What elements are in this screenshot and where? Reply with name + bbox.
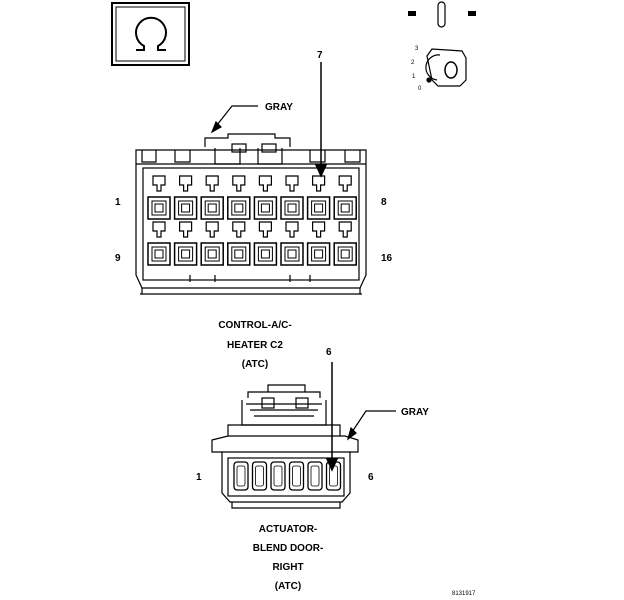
pin-cavity-16 — [333, 221, 357, 266]
control-ac-heater-c2-connector — [135, 133, 367, 295]
connector2-caption-line-3: RIGHT — [272, 562, 304, 573]
connector2-pin-label-1: 1 — [196, 472, 202, 483]
color-leader-connector2 — [346, 410, 396, 441]
connector1-caption-line-1: CONTROL-A/C- — [218, 320, 292, 331]
pin-cavity-6 — [280, 175, 304, 220]
color-leader-connector1 — [210, 105, 258, 134]
pin-cavity-1 — [147, 175, 171, 220]
connector2-caption-line-1: ACTUATOR- — [258, 524, 318, 535]
pin-cavity-3 — [270, 461, 286, 491]
pin-callout-arrow-6 — [325, 362, 339, 472]
switch-detent-label-2: 2 — [411, 60, 415, 66]
rotary-switch-icon — [425, 48, 467, 87]
switch-detent-label-3: 3 — [415, 46, 419, 52]
pin-cavity-3 — [200, 175, 224, 220]
pin-cavity-7 — [306, 175, 331, 220]
connector2-pin-cavities — [233, 461, 342, 491]
connector2-callout-pin-label: 6 — [326, 347, 332, 358]
connector2-caption-line-4: (ATC) — [274, 581, 302, 592]
switch-detent-label-1: 1 — [412, 74, 416, 80]
connector1-color-label: GRAY — [265, 102, 293, 113]
pin-cavity-2 — [173, 175, 198, 220]
pin-cavity-8 — [333, 175, 357, 220]
pin-cavity-2 — [251, 461, 268, 491]
pin-cavity-14 — [280, 221, 304, 266]
pin-cavity-5 — [253, 175, 278, 220]
pin-cavity-5 — [307, 461, 323, 491]
pin-cavity-13 — [253, 221, 278, 266]
connector1-caption-line-2: HEATER C2 — [227, 340, 283, 351]
pin-cavity-15 — [306, 221, 331, 266]
connector2-pin-label-6: 6 — [368, 472, 374, 483]
connector2-caption-line-2: BLEND DOOR- — [252, 543, 324, 554]
pin-cavity-12 — [227, 221, 251, 266]
actuator-blend-door-right-connector — [211, 384, 359, 509]
connector1-pin-cavities — [147, 175, 357, 266]
vertical-contact-icon — [408, 1, 476, 28]
connector1-pin-label-1: 1 — [115, 197, 121, 208]
connector1-pin-label-8: 8 — [381, 197, 387, 208]
pin-cavity-4 — [288, 461, 305, 491]
connector2-color-label: GRAY — [401, 407, 429, 418]
switch-detent-label-0: 0 — [418, 86, 422, 92]
pin-cavity-11 — [200, 221, 224, 266]
ohm-symbol-icon — [111, 2, 190, 66]
connector1-pin-label-9: 9 — [115, 253, 121, 264]
pin-cavity-4 — [227, 175, 251, 220]
pin-cavity-10 — [173, 221, 198, 266]
pin-callout-arrow-7 — [314, 62, 328, 178]
connector1-callout-pin-label: 7 — [317, 50, 323, 61]
pin-cavity-9 — [147, 221, 171, 266]
connector1-pin-label-16: 16 — [381, 253, 393, 264]
pin-cavity-1 — [233, 461, 249, 491]
figure-id: 8131917 — [452, 591, 476, 597]
connector1-caption-line-3: (ATC) — [241, 359, 269, 370]
